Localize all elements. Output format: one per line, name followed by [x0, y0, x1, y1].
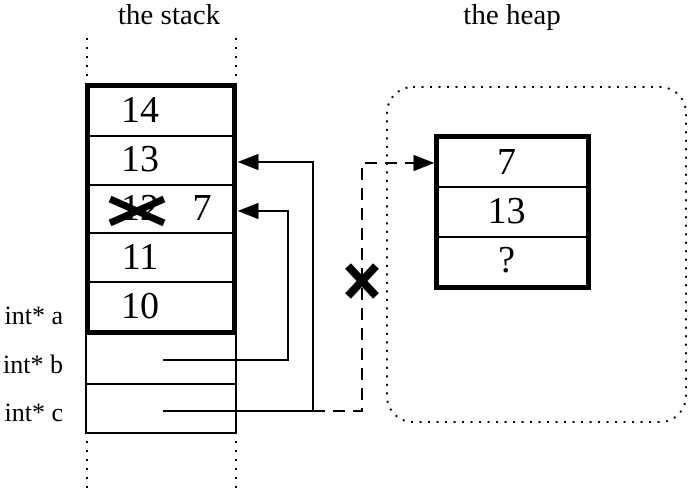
heap-cell-value: ? — [498, 239, 515, 282]
label-int-ptr-c: int* c — [4, 398, 64, 427]
stack-slot-value: 13 — [121, 138, 159, 181]
heap-cell-value: 7 — [497, 140, 516, 183]
stack-slot-value: 14 — [121, 89, 159, 132]
heap-title: the heap — [463, 0, 561, 31]
heap-cell: 13 — [439, 188, 586, 238]
label-int-ptr-b: int* b — [3, 350, 63, 379]
label-int-ptr-a: int* a — [4, 301, 64, 330]
dangling-pointer-dashed-arrow — [313, 154, 435, 412]
stack-slot: 11 — [90, 234, 232, 284]
stack-slot: 14 — [90, 88, 232, 137]
heap-cell: 7 — [439, 139, 586, 189]
pointer-slot-b — [87, 335, 235, 385]
stack-frame-box: 14 13 12 7 11 10 — [85, 83, 237, 335]
stack-slot-value: 11 — [121, 236, 159, 279]
stack-slot-old-value: 12 — [121, 187, 159, 230]
stack-slot: 10 — [90, 283, 232, 330]
stack-slot-value: 10 — [121, 284, 159, 327]
stack-slot-overwritten: 12 7 — [90, 186, 232, 235]
stack-pointer-slots — [85, 335, 237, 434]
heap-cell: ? — [439, 238, 586, 285]
stack-title: the stack — [117, 0, 221, 31]
heap-cell-value: 13 — [487, 190, 526, 233]
stack-slot-new-value: 7 — [192, 187, 212, 230]
stack-slot: 13 — [90, 137, 232, 186]
heap-block-box: 7 13 ? — [434, 134, 591, 290]
pointer-slot-c — [87, 385, 235, 433]
invalid-pointer-x-icon — [345, 263, 379, 299]
